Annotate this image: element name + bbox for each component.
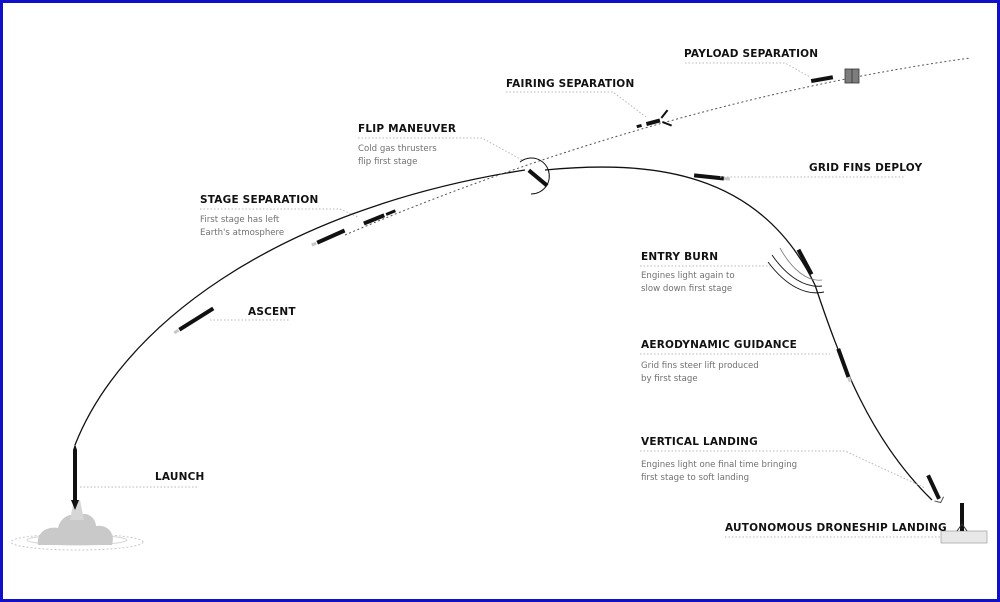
descent-trajectory xyxy=(814,284,933,501)
vertical-landing-rocket xyxy=(926,474,945,504)
grid-fins-deploy-label: GRID FINS DEPLOY xyxy=(809,162,923,174)
leader-lines xyxy=(80,62,940,538)
payload-separation-label: PAYLOAD SEPARATION xyxy=(684,48,818,60)
entry-burn-icon xyxy=(767,247,825,294)
flip-maneuver-description-line-1: Cold gas thrusters xyxy=(358,144,437,154)
ascent-rocket xyxy=(173,306,215,335)
vertical-landing-description-line-1: Engines light one final time bringing xyxy=(641,460,797,470)
mission-profile-diagram: LAUNCH ASCENT STAGE SEPARATION First sta… xyxy=(10,48,988,551)
vertical-landing-description-line-2: first stage to soft landing xyxy=(641,473,749,483)
droneship-landing-label: AUTONOMOUS DRONESHIP LANDING xyxy=(725,522,947,534)
payload-separation-icon xyxy=(810,68,860,84)
flip-maneuver-icon xyxy=(519,157,550,195)
aerodynamic-guidance-rocket xyxy=(836,348,852,383)
grid-fins-rocket xyxy=(693,173,731,181)
flip-maneuver-label: FLIP MANEUVER xyxy=(358,123,456,135)
flip-maneuver-description-line-2: flip first stage xyxy=(358,157,417,167)
launch-plume xyxy=(10,500,144,551)
vertical-landing-label: VERTICAL LANDING xyxy=(641,436,758,448)
entry-burn-label: ENTRY BURN xyxy=(641,251,718,263)
aerodynamic-guidance-description-line-1: Grid fins steer lift produced xyxy=(641,361,759,371)
ascent-trajectory xyxy=(74,169,526,446)
stage-separation-label: STAGE SEPARATION xyxy=(200,194,318,206)
launch-label: LAUNCH xyxy=(155,471,205,483)
entry-burn-description-line-1: Engines light again to xyxy=(641,271,735,281)
droneship-icon xyxy=(940,503,988,544)
stage-separation-description-line-2: Earth's atmosphere xyxy=(200,228,284,238)
fairing-separation-label: FAIRING SEPARATION xyxy=(506,78,634,90)
boostback-trajectory xyxy=(544,166,816,286)
rocket-on-pad xyxy=(71,444,79,510)
separation-rocket xyxy=(363,209,396,226)
upper-ascent-rocket xyxy=(311,228,346,247)
entry-burn-description-line-2: slow down first stage xyxy=(641,284,732,294)
stage-separation-description-line-1: First stage has left xyxy=(200,215,280,225)
fairing-separation-icon xyxy=(636,109,673,129)
ascent-label: ASCENT xyxy=(248,306,296,318)
second-stage-trajectory xyxy=(344,57,971,236)
aerodynamic-guidance-description-line-2: by first stage xyxy=(641,374,698,384)
aerodynamic-guidance-label: AERODYNAMIC GUIDANCE xyxy=(641,339,797,351)
